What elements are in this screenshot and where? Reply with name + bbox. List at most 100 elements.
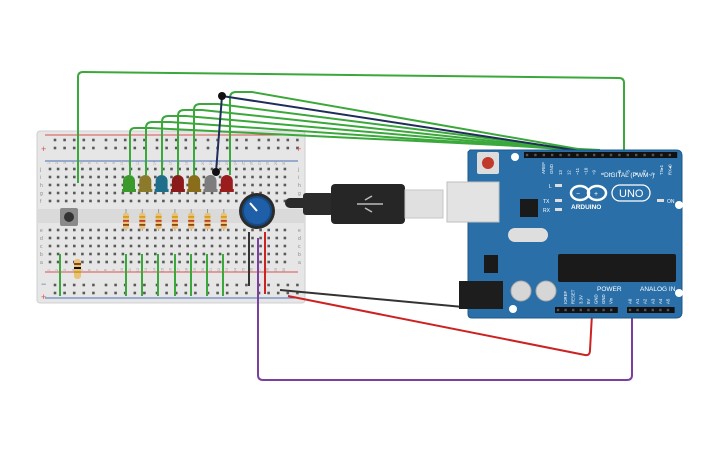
breadboard-hole[interactable] [259,228,262,232]
breadboard-hole[interactable] [154,199,157,203]
led-resistor[interactable] [155,209,162,231]
rail-hole[interactable] [63,283,66,287]
breadboard-hole[interactable] [170,175,173,179]
breadboard-hole[interactable] [275,191,279,195]
breadboard-hole[interactable] [218,167,222,171]
header-pin[interactable] [618,153,621,157]
header-pin[interactable] [542,153,545,157]
breadboard-hole[interactable] [64,228,68,232]
breadboard-hole[interactable] [178,167,181,171]
breadboard[interactable]: jjiihhggffeeddccbbaa11223344556677889910… [36,130,306,304]
breadboard-hole[interactable] [178,236,181,240]
breadboard-hole[interactable] [121,260,125,264]
rail-hole[interactable] [194,291,197,295]
breadboard-hole[interactable] [64,167,68,171]
rail-hole[interactable] [133,283,137,287]
breadboard-hole[interactable] [89,167,92,171]
rail-hole[interactable] [184,146,188,150]
led-blue[interactable] [154,175,169,192]
header-pin[interactable] [525,153,529,157]
header-pin[interactable] [564,308,567,312]
breadboard-hole[interactable] [89,228,92,232]
header-pin[interactable] [584,153,587,157]
rail-hole[interactable] [114,146,117,150]
breadboard-hole[interactable] [56,260,60,264]
rail-hole[interactable] [235,291,239,295]
breadboard-hole[interactable] [226,236,230,240]
breadboard-hole[interactable] [202,175,206,179]
breadboard-hole[interactable] [218,183,222,187]
breadboard-hole[interactable] [154,236,157,240]
header-pin[interactable] [651,308,654,312]
breadboard-hole[interactable] [162,228,165,232]
rail-hole[interactable] [143,138,146,142]
breadboard-hole[interactable] [73,191,76,195]
rail-hole[interactable] [133,146,137,150]
wire-green-led2[interactable] [145,121,605,175]
breadboard-hole[interactable] [283,252,287,256]
breadboard-hole[interactable] [56,252,60,256]
breadboard-hole[interactable] [251,260,254,264]
wire-green-long[interactable] [77,70,625,183]
rail-hole[interactable] [123,138,127,142]
breadboard-hole[interactable] [162,252,165,256]
rail-hole[interactable] [245,138,248,142]
header-pin[interactable] [576,153,579,157]
breadboard-hole[interactable] [129,252,133,256]
rail-hole[interactable] [276,291,280,295]
breadboard-hole[interactable] [170,191,173,195]
breadboard-hole[interactable] [275,167,279,171]
led-resistor[interactable] [123,209,129,231]
breadboard-hole[interactable] [251,183,254,187]
breadboard-hole[interactable] [105,183,108,187]
rail-hole[interactable] [194,283,197,287]
breadboard-hole[interactable] [121,228,125,232]
breadboard-hole[interactable] [259,167,262,171]
breadboard-hole[interactable] [137,228,141,232]
breadboard-hole[interactable] [81,228,84,232]
breadboard-hole[interactable] [186,191,189,195]
breadboard-hole[interactable] [154,252,157,256]
breadboard-hole[interactable] [56,236,60,240]
breadboard-hole[interactable] [89,183,92,187]
rail-hole[interactable] [92,291,95,295]
rail-hole[interactable] [276,138,280,142]
breadboard-hole[interactable] [73,252,76,256]
breadboard-hole[interactable] [105,244,108,248]
breadboard-hole[interactable] [89,236,92,240]
rail-hole[interactable] [82,291,86,295]
breadboard-hole[interactable] [226,228,230,232]
breadboard-hole[interactable] [129,244,133,248]
header-pin[interactable] [610,308,613,312]
header-pin[interactable] [556,308,560,312]
header-pin[interactable] [635,153,638,157]
breadboard-hole[interactable] [73,244,76,248]
usb-cable[interactable] [285,184,444,224]
breadboard-hole[interactable] [97,260,100,264]
breadboard-hole[interactable] [251,167,254,171]
rail-hole[interactable] [155,146,159,150]
breadboard-hole[interactable] [243,260,246,264]
breadboard-hole[interactable] [243,167,246,171]
rail-hole[interactable] [225,291,229,295]
breadboard-hole[interactable] [137,167,141,171]
breadboard-hole[interactable] [154,244,157,248]
breadboard-jumper-wires[interactable] [59,232,266,296]
breadboard-hole[interactable] [81,183,84,187]
rail-hole[interactable] [296,138,299,142]
rail-hole[interactable] [92,138,95,142]
breadboard-hole[interactable] [145,228,149,232]
rail-hole[interactable] [72,283,76,287]
breadboard-hole[interactable] [202,183,206,187]
breadboard-hole[interactable] [218,228,222,232]
breadboard-hole[interactable] [145,236,149,240]
breadboard-hole[interactable] [267,175,270,179]
breadboard-hole[interactable] [251,244,254,248]
breadboard-hole[interactable] [97,199,100,203]
breadboard-hole[interactable] [178,199,181,203]
breadboard-hole[interactable] [210,199,214,203]
breadboard-hole[interactable] [202,244,206,248]
breadboard-hole[interactable] [137,199,141,203]
breadboard-hole[interactable] [145,199,149,203]
